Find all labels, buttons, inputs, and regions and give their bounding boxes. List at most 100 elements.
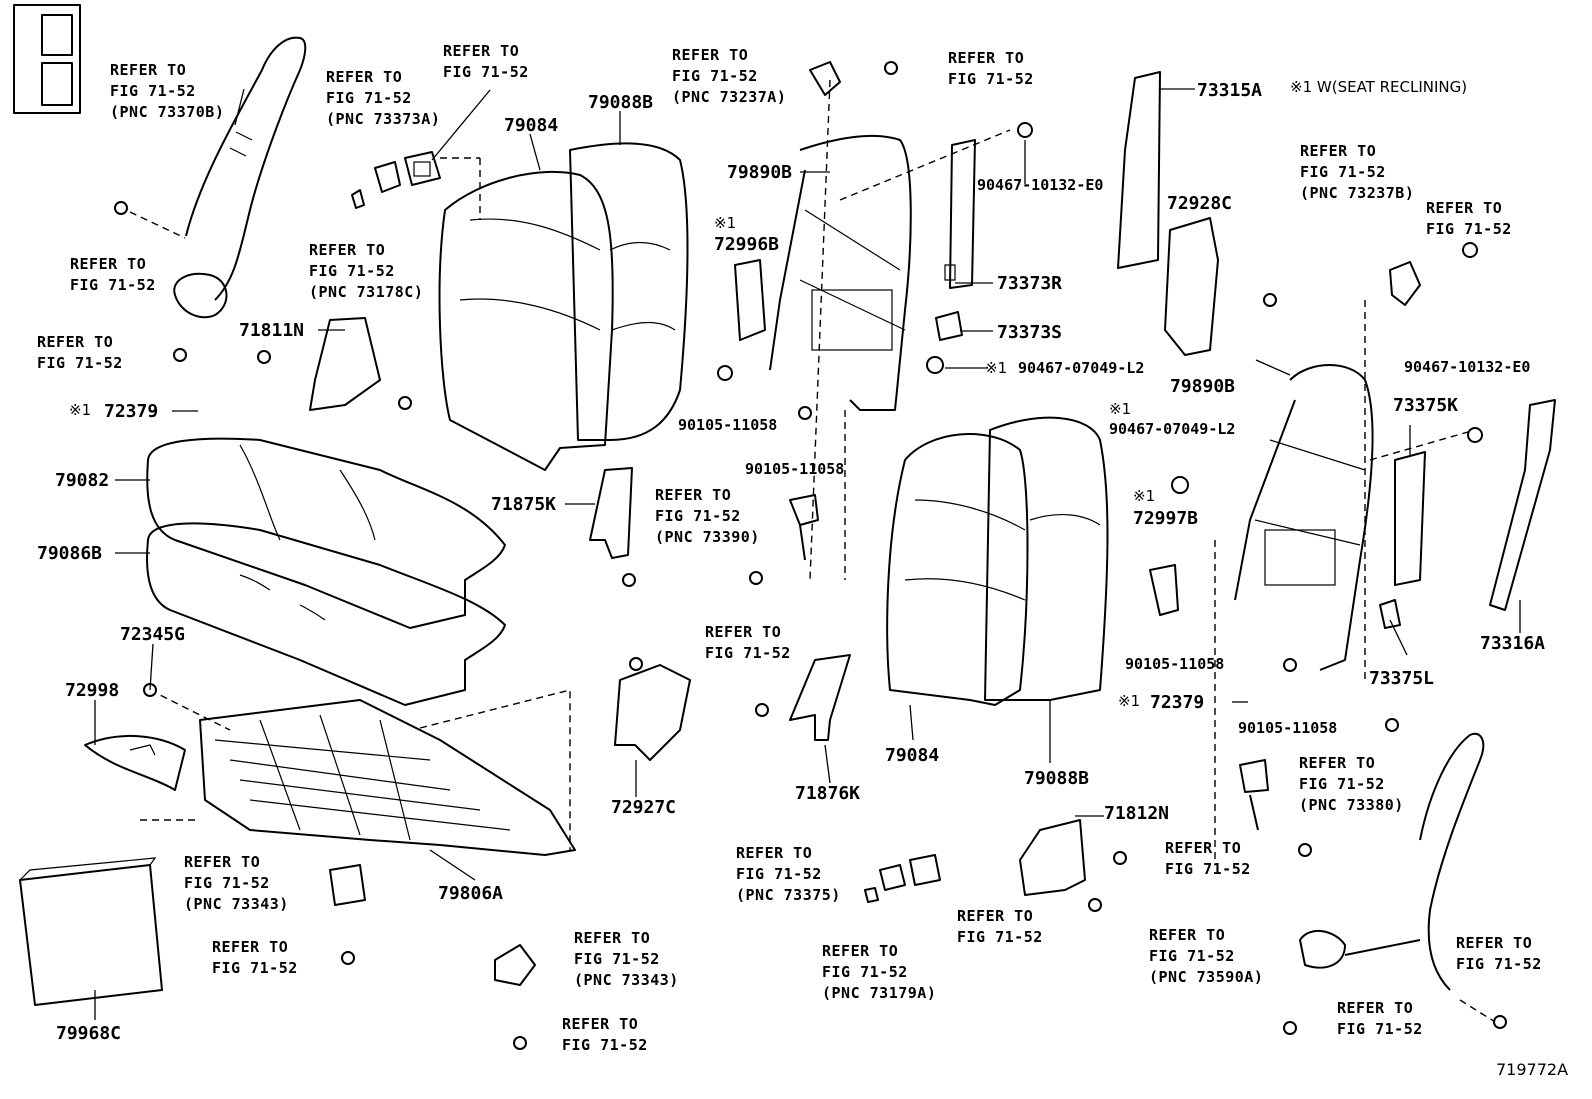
- part-number: 73373R: [997, 273, 1063, 294]
- refer-note: REFER TO FIG 71-52: [70, 254, 156, 296]
- refer-line: FIG 71-52: [309, 262, 395, 280]
- refer-line: REFER TO: [562, 1015, 639, 1033]
- refer-line: FIG 71-52: [1165, 860, 1251, 878]
- seat-frame-left: [140, 689, 576, 986]
- part-number: 79088B: [1024, 768, 1090, 789]
- part-number: 72996B: [714, 234, 780, 255]
- refer-note: REFER TO FIG 71-52: [212, 937, 298, 979]
- part-number: 90467-07049-L2: [1109, 420, 1236, 438]
- refer-line: REFER TO: [1165, 839, 1242, 857]
- refer-line: FIG 71-52: [1426, 220, 1512, 238]
- part-number: 79806A: [438, 883, 504, 904]
- refer-line: FIG 71-52: [948, 70, 1034, 88]
- legend-note: ※1 W(SEAT RECLINING): [1290, 78, 1467, 96]
- refer-line: REFER TO: [957, 907, 1034, 925]
- part-number: 72927C: [611, 797, 677, 818]
- refer-line: REFER TO: [309, 241, 386, 259]
- refer-line: REFER TO: [705, 623, 782, 641]
- part-number: 72998: [65, 680, 120, 701]
- refer-line: FIG 71-52: [1149, 947, 1235, 965]
- refer-line: REFER TO: [1149, 926, 1226, 944]
- refer-line: FIG 71-52: [672, 67, 758, 85]
- refer-note: REFER TO FIG 71-52: [562, 1014, 648, 1056]
- bracket-71875K: [309, 317, 633, 559]
- index-box: [13, 4, 81, 114]
- seatback-right: [886, 416, 1109, 706]
- legend-text: W(SEAT RECLINING): [1316, 78, 1468, 96]
- refer-note: REFER TO FIG 71-52: [1165, 838, 1251, 880]
- condition-mark: ※1: [1133, 487, 1156, 505]
- part-number: 73375K: [1393, 395, 1459, 416]
- part-number: 71812N: [1104, 803, 1170, 824]
- part-number: 79082: [55, 470, 110, 491]
- part-number: 90467-07049-L2: [1018, 359, 1145, 377]
- refer-line: (PNC 73390): [655, 528, 760, 546]
- refer-line: REFER TO: [1456, 934, 1533, 952]
- refer-line: FIG 71-52: [70, 276, 156, 294]
- refer-line: (PNC 73375): [736, 886, 841, 904]
- refer-line: REFER TO: [822, 942, 899, 960]
- pad-72998: [84, 735, 186, 791]
- seatback-left: [438, 142, 689, 471]
- part-number: 73373S: [997, 322, 1063, 343]
- refer-line: FIG 71-52: [822, 963, 908, 981]
- refer-line: FIG 71-52: [957, 928, 1043, 946]
- refer-line: REFER TO: [110, 61, 187, 79]
- refer-line: REFER TO: [212, 938, 289, 956]
- refer-line: FIG 71-52: [655, 507, 741, 525]
- part-number: 79890B: [727, 162, 793, 183]
- refer-line: FIG 71-52: [110, 82, 196, 100]
- refer-line: (PNC 73343): [574, 971, 679, 989]
- bracket-71812N: [614, 664, 1086, 903]
- refer-line: REFER TO: [37, 333, 114, 351]
- refer-note-73343: REFER TO FIG 71-52 (PNC 73343): [574, 928, 679, 991]
- seatback-frame-center: [734, 79, 912, 581]
- part-number: 79084: [504, 115, 559, 136]
- refer-line: FIG 71-52: [326, 89, 412, 107]
- part-number: 90467-10132-E0: [977, 176, 1104, 194]
- figure-id: 719772A: [1496, 1060, 1569, 1079]
- part-number: 73316A: [1480, 633, 1546, 654]
- refer-line: FIG 71-52: [736, 865, 822, 883]
- refer-line: FIG 71-52: [443, 63, 529, 81]
- refer-line: FIG 71-52: [1299, 775, 1385, 793]
- refer-line: FIG 71-52: [212, 959, 298, 977]
- part-number: 71875K: [491, 494, 557, 515]
- part-number: 72997B: [1133, 508, 1199, 529]
- refer-line: REFER TO: [736, 844, 813, 862]
- refer-line: (PNC 73370B): [110, 103, 225, 121]
- storage-box: [19, 857, 163, 1020]
- part-number: 71876K: [795, 783, 861, 804]
- part-number: 73375L: [1369, 668, 1435, 689]
- seat-belt-left: [114, 36, 307, 319]
- refer-line: FIG 71-52: [1300, 163, 1386, 181]
- refer-line: FIG 71-52: [562, 1036, 648, 1054]
- buckle-parts: [789, 494, 1269, 831]
- refer-line: (PNC 73590A): [1149, 968, 1264, 986]
- refer-line: REFER TO: [70, 255, 147, 273]
- seatback-frame-right: [1149, 261, 1556, 860]
- legend-mark: ※1: [1290, 78, 1313, 96]
- part-number: 72928C: [1167, 193, 1233, 214]
- refer-line: REFER TO: [574, 929, 651, 947]
- refer-note-73370B: REFER TO FIG 71-52 (PNC 73370B): [110, 60, 224, 123]
- refer-line: FIG 71-52: [574, 950, 660, 968]
- refer-line: FIG 71-52: [184, 874, 270, 892]
- refer-line: REFER TO: [443, 42, 520, 60]
- seat-cushion-left: [146, 437, 506, 706]
- refer-line: REFER TO: [672, 46, 749, 64]
- part-number: 72379: [1150, 692, 1205, 713]
- part-number: 71811N: [239, 320, 305, 341]
- part-number: 79084: [885, 745, 940, 766]
- refer-line: FIG 71-52: [705, 644, 791, 662]
